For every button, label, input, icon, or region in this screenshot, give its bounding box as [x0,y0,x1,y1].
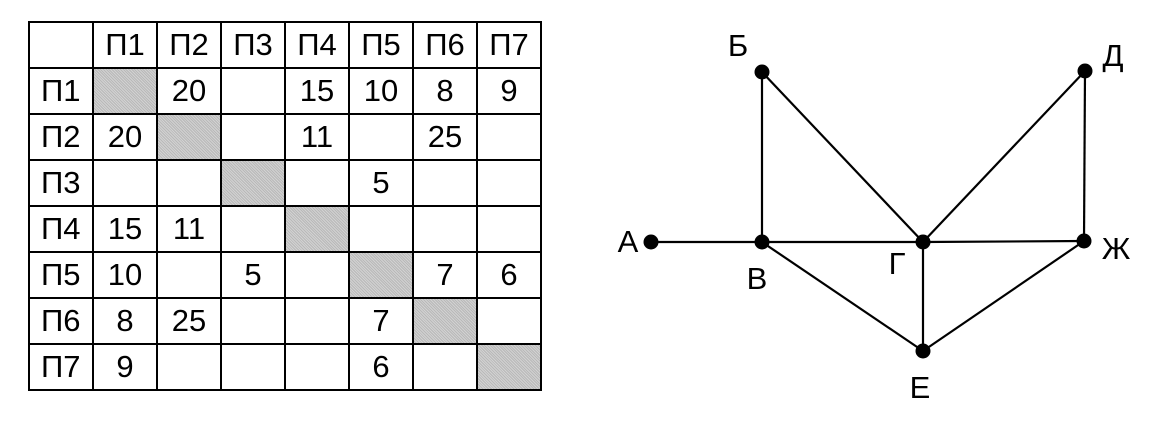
matrix-value-cell: 5 [348,159,414,207]
graph-vertex-dot [1077,63,1093,79]
graph-edge [761,241,924,352]
matrix-row-header: П5 [28,251,94,299]
matrix-value-cell [476,113,542,161]
matrix-col-header: П5 [348,21,414,69]
matrix-value-cell [284,343,350,391]
graph-edge [1082,70,1087,242]
matrix-value-cell: 9 [476,67,542,115]
matrix-value-cell: 25 [412,113,478,161]
matrix-value-cell [220,67,286,115]
matrix-row-header: П7 [28,343,94,391]
matrix-value-cell: 20 [156,67,222,115]
matrix-value-cell: 5 [220,251,286,299]
matrix-col-header: П3 [220,21,286,69]
graph-vertex-label: Б [728,28,748,63]
matrix-row-header: П1 [28,67,94,115]
graph-vertex-label: А [618,224,639,259]
matrix-value-cell: 7 [412,251,478,299]
matrix-value-cell [284,251,350,299]
graph-vertex-label: Д [1103,38,1124,73]
matrix-diagonal-cell [156,113,222,161]
matrix-value-cell [284,159,350,207]
matrix-value-cell [412,205,478,253]
matrix-diagonal-cell [92,67,158,115]
matrix-value-cell: 10 [92,251,158,299]
matrix-value-cell [156,251,222,299]
matrix-col-header: П4 [284,21,350,69]
matrix-value-cell [220,297,286,345]
matrix-diagonal-cell [348,251,414,299]
matrix-col-header: П7 [476,21,542,69]
matrix-diagonal-cell [220,159,286,207]
matrix-value-cell [156,159,222,207]
matrix-value-cell [476,297,542,345]
matrix-value-cell [476,205,542,253]
matrix-row-header: П2 [28,113,94,161]
matrix-diagonal-cell [476,343,542,391]
matrix-value-cell: 6 [348,343,414,391]
graph-edge [922,70,1086,243]
matrix-value-cell: 8 [92,297,158,345]
matrix-value-cell: 25 [156,297,222,345]
matrix-row-header: П4 [28,205,94,253]
matrix-corner-cell [28,21,94,69]
graph-vertex-dot [1076,233,1092,249]
matrix-value-cell: 15 [92,205,158,253]
matrix-value-cell: 20 [92,113,158,161]
matrix-value-cell [476,159,542,207]
matrix-col-header: П1 [92,21,158,69]
matrix-value-cell [220,113,286,161]
graph-vertex-dot [643,234,659,250]
matrix-col-header: П6 [412,21,478,69]
graph-edge [922,239,1085,244]
matrix-value-cell [412,343,478,391]
matrix-value-cell: 11 [156,205,222,253]
graph-edge [922,240,1085,352]
matrix-value-cell: 9 [92,343,158,391]
matrix-value-cell [348,113,414,161]
matrix-value-cell [284,297,350,345]
matrix-value-cell [220,205,286,253]
graph-edge [761,71,924,243]
matrix-value-cell: 8 [412,67,478,115]
matrix-row-header: П6 [28,297,94,345]
matrix-value-cell: 15 [284,67,350,115]
matrix-row: П3 5 [28,159,542,207]
matrix-value-cell: 7 [348,297,414,345]
matrix-value-cell: 6 [476,251,542,299]
graph-vertex-dot [915,234,931,250]
matrix-value-cell [412,159,478,207]
matrix-col-header: П2 [156,21,222,69]
matrix-diagonal-cell [284,205,350,253]
graph-vertex-dot [754,64,770,80]
graph-vertex-dot [754,234,770,250]
graph-vertex-label: В [747,261,768,296]
graph-vertex-label: Е [910,370,931,405]
matrix-value-cell: 11 [284,113,350,161]
graph-vertex-dot [915,343,931,359]
matrix-value-cell [220,343,286,391]
matrix-diagonal-cell [412,297,478,345]
graph-vertex-label: Г [889,246,906,281]
matrix-row-header: П3 [28,159,94,207]
graph-vertex-label: Ж [1102,231,1131,266]
matrix-value-cell: 10 [348,67,414,115]
matrix-value-cell [348,205,414,253]
matrix-value-cell [156,343,222,391]
matrix-value-cell [92,159,158,207]
